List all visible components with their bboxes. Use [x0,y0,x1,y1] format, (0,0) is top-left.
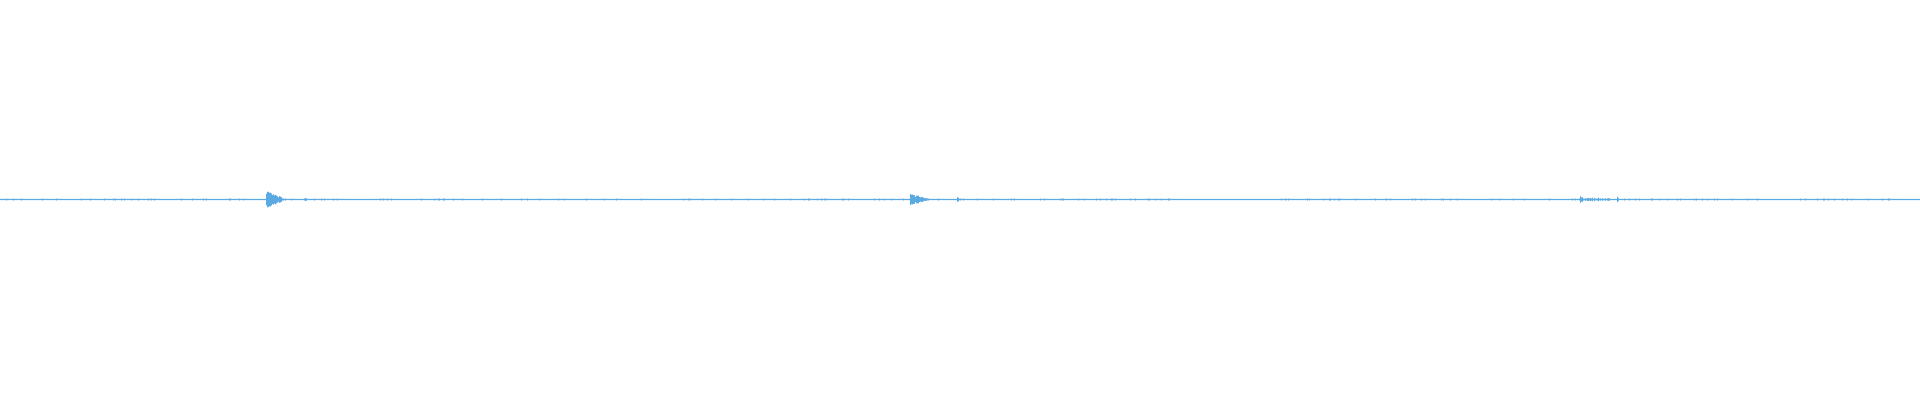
waveform-samples [6,191,1890,208]
